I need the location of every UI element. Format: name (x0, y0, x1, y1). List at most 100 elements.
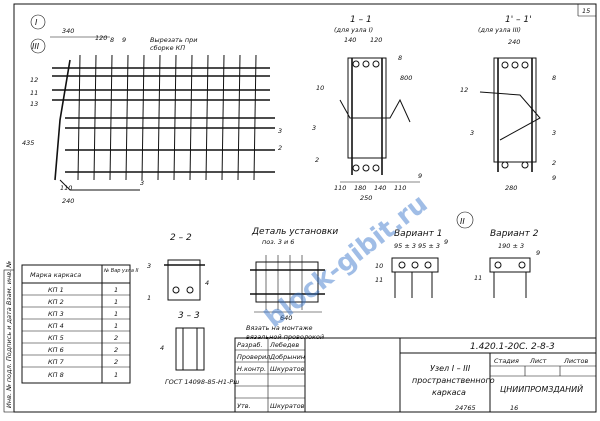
svg-text:1: 1 (114, 298, 118, 306)
svg-text:240: 240 (508, 38, 520, 46)
svg-text:Утв.: Утв. (237, 402, 251, 410)
svg-text:(для узла III): (для узла III) (478, 26, 521, 34)
main-view: I III 340 120 Вырезать при сборке КП (22, 14, 282, 205)
variants: II Вариант 1 95 ± 3 95 ± 3 10 11 9 Вариа… (375, 211, 540, 298)
table-row: КП 6 (48, 346, 64, 354)
svg-text:4: 4 (160, 344, 164, 352)
svg-text:9: 9 (552, 174, 556, 182)
svg-text:сборке КП: сборке КП (150, 44, 185, 52)
svg-text:9: 9 (444, 238, 448, 246)
svg-text:3: 3 (140, 179, 144, 187)
svg-text:I: I (35, 18, 38, 27)
sheet-number: 15 (582, 7, 590, 15)
svg-text:1 – 1: 1 – 1 (350, 15, 372, 25)
svg-text:95 ± 3 95 ± 3: 95 ± 3 95 ± 3 (394, 242, 440, 250)
svg-text:190 ± 3: 190 ± 3 (498, 242, 524, 250)
svg-text:1: 1 (114, 371, 118, 379)
watermark: block-gibit.ru (259, 189, 433, 334)
svg-text:110: 110 (394, 184, 406, 192)
svg-text:120: 120 (95, 34, 107, 42)
node-i-marker (30, 14, 46, 30)
svg-text:11: 11 (375, 276, 383, 284)
node-iii-marker (30, 38, 46, 54)
svg-text:1' – 1': 1' – 1' (505, 15, 532, 25)
svg-text:Вырезать при: Вырезать при (150, 36, 197, 44)
svg-text:8: 8 (110, 36, 114, 44)
svg-text:1: 1 (114, 286, 118, 294)
doc-name: Узел I – III (430, 364, 471, 373)
svg-text:Деталь установки: Деталь установки (251, 227, 338, 237)
svg-text:110: 110 (60, 184, 72, 192)
svg-text:Шкуратов: Шкуратов (270, 402, 305, 410)
svg-text:640: 640 (280, 314, 292, 322)
table-row: КП 5 (48, 334, 64, 342)
svg-text:280: 280 (505, 184, 517, 192)
section-1-1: 1 – 1 (для узла I) 140 120 110 180 140 1… (312, 15, 422, 202)
svg-text:Шкуратов: Шкуратов (270, 365, 305, 373)
organization: ЦНИИПРОМЗДАНИЙ (500, 383, 583, 394)
svg-text:2 – 2: 2 – 2 (170, 233, 192, 243)
svg-text:140: 140 (374, 184, 386, 192)
svg-text:8: 8 (398, 54, 402, 62)
svg-text:каркаса: каркаса (432, 388, 466, 397)
svg-text:Лебедев: Лебедев (269, 341, 299, 349)
svg-text:9: 9 (418, 172, 422, 180)
svg-text:3: 3 (147, 262, 151, 270)
svg-text:11: 11 (474, 274, 482, 282)
svg-text:12: 12 (30, 76, 38, 84)
svg-text:Вариант 2: Вариант 2 (490, 229, 539, 239)
svg-text:2: 2 (278, 144, 282, 152)
table-header-mark: Марка каркаса (30, 271, 81, 279)
svg-text:Вязать на монтаже: Вязать на монтаже (246, 324, 313, 332)
svg-text:3: 3 (312, 124, 316, 132)
svg-text:120: 120 (370, 36, 382, 44)
svg-text:10: 10 (375, 262, 383, 270)
svg-text:(для узла I): (для узла I) (334, 26, 373, 34)
svg-text:Стадия: Стадия (494, 357, 519, 365)
svg-text:8: 8 (552, 74, 556, 82)
svg-text:240: 240 (62, 197, 74, 205)
svg-text:поз. 3 и 6: поз. 3 и 6 (262, 238, 294, 246)
table-row: КП 7 (48, 358, 65, 366)
svg-text:Листов: Листов (563, 357, 588, 365)
doc-code: 1.420.1-20С. 2-8-3 (470, 342, 555, 352)
detail-view: Деталь установки поз. 3 и 6 640 Вязать н… (246, 227, 338, 341)
side-stamp-text: Инв. № подл. Подпись и дата Взам. инв. № (5, 261, 13, 408)
svg-text:9: 9 (122, 36, 126, 44)
svg-text:140: 140 (344, 36, 356, 44)
table-row: КП 2 (48, 298, 64, 306)
section-2-2: 2 – 2 3 1 4 3 – 3 4 ГОСТ 14098-85-Н1-Рш (147, 233, 239, 386)
svg-text:2: 2 (114, 334, 118, 342)
node-ii-marker (456, 211, 474, 229)
svg-text:24765: 24765 (455, 404, 476, 412)
svg-text:9: 9 (536, 249, 540, 257)
svg-text:Лист: Лист (529, 357, 547, 365)
svg-text:10: 10 (316, 84, 324, 92)
svg-text:3: 3 (552, 129, 556, 137)
side-stamp (3, 269, 15, 413)
svg-text:2: 2 (315, 156, 319, 164)
svg-text:1: 1 (114, 322, 118, 330)
svg-text:Добрынин: Добрынин (269, 353, 305, 361)
table-row: КП 3 (48, 310, 64, 318)
svg-text:Разраб.: Разраб. (237, 341, 263, 349)
svg-text:Н.контр.: Н.контр. (237, 365, 266, 373)
svg-text:11: 11 (30, 89, 38, 97)
svg-text:1: 1 (114, 310, 118, 318)
svg-text:1: 1 (147, 294, 151, 302)
marks-table: Марка каркаса № Вар узла II КП 1 1 КП 2 … (21, 264, 139, 384)
svg-text:3 – 3: 3 – 3 (178, 311, 200, 321)
svg-text:III: III (32, 42, 40, 51)
svg-text:250: 250 (360, 194, 372, 202)
svg-text:3: 3 (470, 129, 474, 137)
svg-text:16: 16 (510, 404, 518, 412)
svg-text:12: 12 (460, 86, 468, 94)
svg-text:2: 2 (552, 159, 556, 167)
table-row: КП 1 (48, 286, 64, 294)
svg-text:800: 800 (400, 74, 412, 82)
table-header-var: № Вар узла II (103, 268, 139, 274)
svg-text:Проверил: Проверил (237, 353, 270, 361)
svg-text:435: 435 (22, 139, 34, 147)
